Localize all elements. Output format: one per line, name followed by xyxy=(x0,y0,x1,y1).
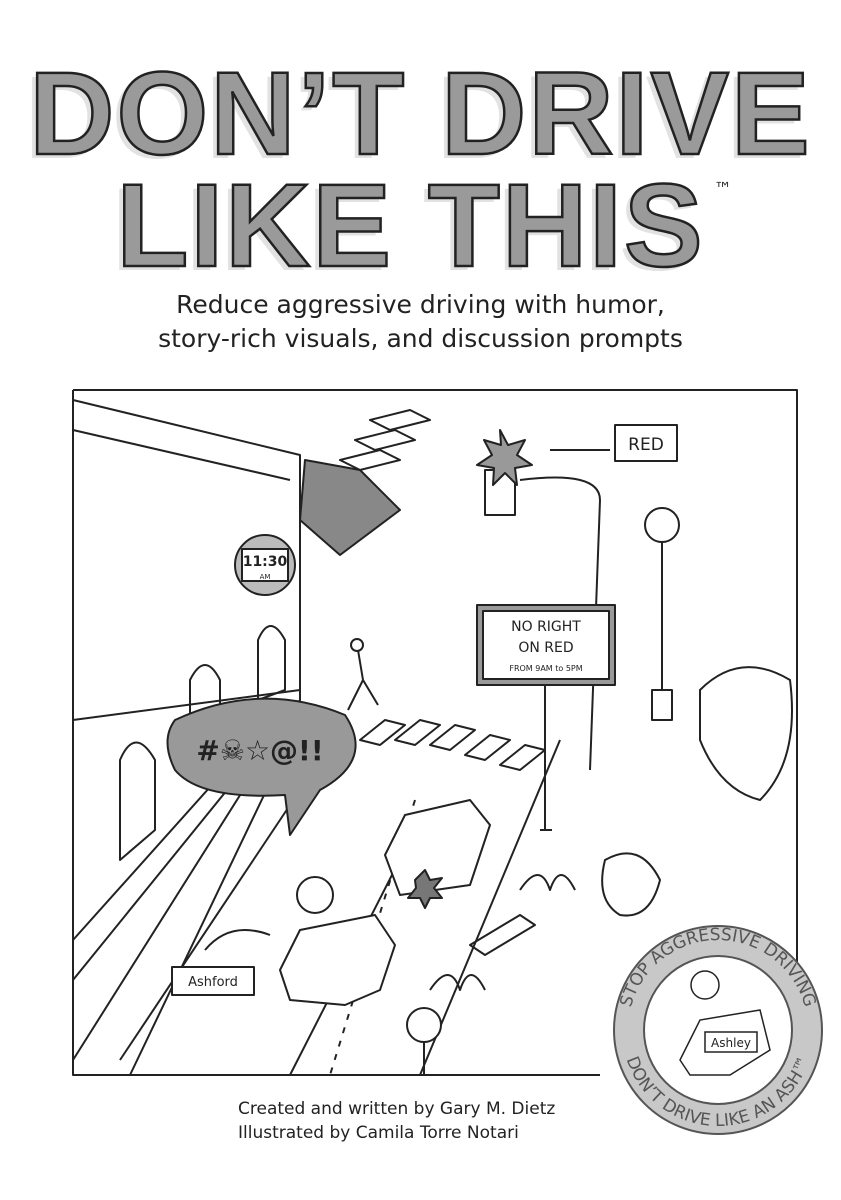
seal: STOP AGGRESSIVE DRIVING DON’T DRIVE LIKE… xyxy=(613,925,823,1135)
traffic-light xyxy=(476,429,610,771)
clock-time: 11:30 xyxy=(243,554,288,570)
sign-line-2: ON RED xyxy=(518,640,573,656)
subtitle-line-1: Reduce aggressive driving with humor, xyxy=(176,290,665,319)
title-line-2: LIKE THIS xyxy=(115,160,705,292)
red-sign xyxy=(614,424,678,462)
ashford-label: Ashford xyxy=(188,975,238,990)
car-ashford xyxy=(279,914,396,1006)
building xyxy=(72,399,301,1061)
clock-ampm: AM xyxy=(260,573,271,581)
seal-driver xyxy=(690,970,720,1000)
seal-name-tag: Ashley xyxy=(711,1036,751,1050)
trademark: ™ xyxy=(714,179,732,200)
title-line-1: DON’T DRIVE xyxy=(28,48,812,180)
ashford-label-box xyxy=(171,966,255,996)
lamp-post xyxy=(644,507,680,543)
pedestrian xyxy=(347,649,379,711)
red-label: RED xyxy=(628,435,664,455)
credits: Created and written by Gary M. Dietz Ill… xyxy=(238,1097,555,1145)
author-credit: Created and written by Gary M. Dietz xyxy=(238,1099,556,1119)
tree xyxy=(699,666,793,801)
speech-bubble-text: #☠☆@!! xyxy=(196,734,323,767)
crosswalk xyxy=(339,409,546,771)
plant xyxy=(429,974,486,991)
angry-driver xyxy=(296,876,334,914)
bench xyxy=(469,914,536,956)
sign-line-3: FROM 9AM to 5PM xyxy=(509,664,582,673)
subtitle: Reduce aggressive driving with humor, st… xyxy=(0,288,841,356)
speech-bubble xyxy=(166,697,357,836)
illustrator-credit: Illustrated by Camila Torre Notari xyxy=(238,1123,519,1143)
truck xyxy=(384,799,491,896)
sign-line-1: NO RIGHT xyxy=(511,619,581,635)
subtitle-line-2: story-rich visuals, and discussion promp… xyxy=(158,324,683,353)
car-top xyxy=(299,459,401,556)
